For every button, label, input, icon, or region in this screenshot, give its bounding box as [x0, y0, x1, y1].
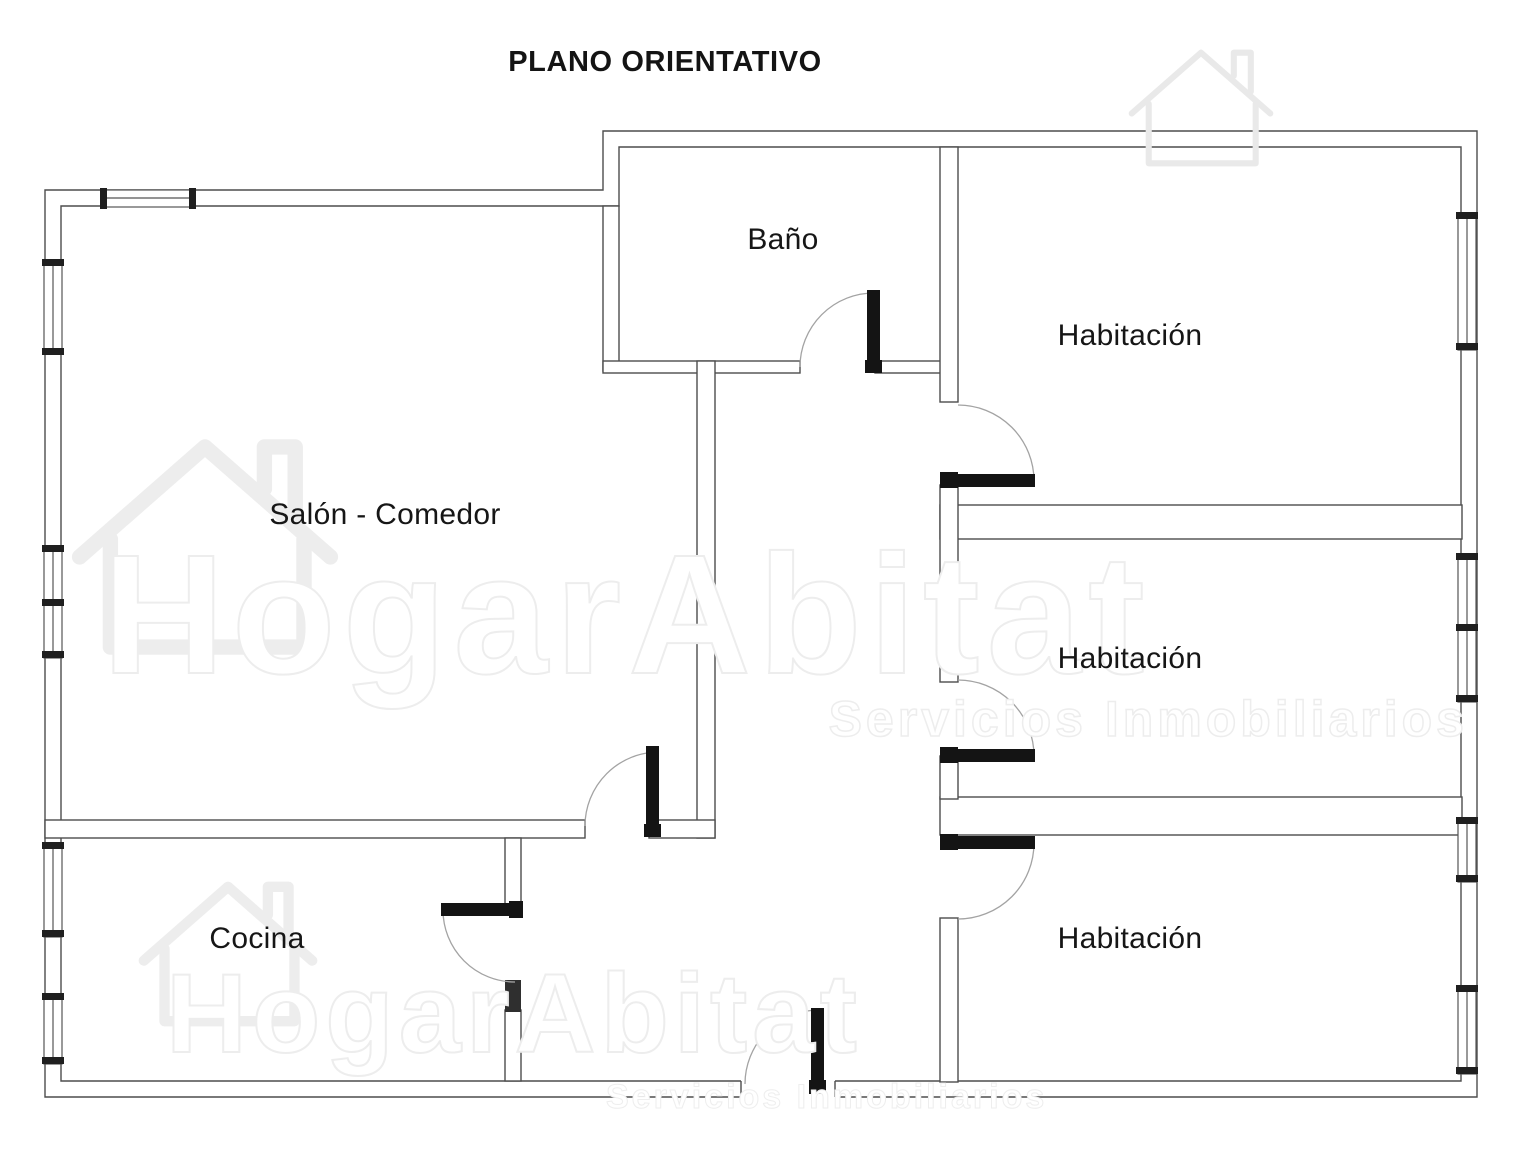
door-swing-arc: [442, 909, 516, 983]
door-leaf: [958, 749, 1035, 762]
door-leaf: [958, 836, 1035, 849]
door-hinge: [940, 472, 958, 488]
wall: [44, 130, 1478, 1098]
interior-walls: [44, 146, 1463, 1083]
wall: [44, 819, 586, 839]
house-chimney: [256, 439, 303, 525]
door-swing-arc: [957, 842, 1035, 920]
house-chimney: [262, 881, 294, 940]
door-hinge: [940, 834, 958, 850]
door-leaf: [811, 1008, 824, 1086]
wall-stub: [505, 980, 521, 1012]
window-symbol: [42, 259, 64, 355]
wall: [504, 837, 522, 911]
window-symbol: [42, 993, 64, 1065]
door-hinge: [940, 747, 958, 763]
house-watermark-icon-bottom: [138, 881, 318, 1027]
watermark-tagline-bottom: Servicios Inmobiliarios: [605, 1078, 1048, 1116]
watermark-brand-bottom: HogarAbitat: [165, 951, 862, 1076]
wall: [939, 917, 959, 1083]
door-hinge: [865, 360, 882, 373]
window-symbol: [1456, 553, 1478, 703]
door-leaves: [441, 290, 1035, 1094]
room-label-bedroom-top: Habitación: [1057, 319, 1203, 352]
door-leaf: [958, 474, 1035, 487]
door-leaf: [867, 290, 880, 369]
wall: [939, 504, 1463, 540]
house-body: [159, 943, 300, 1027]
house-chimney: [1230, 49, 1254, 95]
wall: [939, 146, 959, 403]
house-watermark-icon-top: [1128, 49, 1274, 167]
door-swing-arc: [957, 404, 1035, 482]
wall: [939, 796, 1463, 836]
house-body: [102, 531, 312, 655]
house-watermark-icon-main: [71, 439, 339, 655]
wall: [602, 205, 620, 372]
door-hinge: [809, 1080, 826, 1094]
room-label-bathroom: Baño: [747, 223, 819, 256]
window-symbol: [42, 842, 64, 938]
window-symbol: [100, 188, 196, 209]
door-swing-arc: [744, 1009, 820, 1085]
page-title: PLANO ORIENTATIVO: [508, 46, 822, 78]
room-label-bedroom-middle: Habitación: [1057, 642, 1203, 675]
room-label-living-dining: Salón - Comedor: [269, 498, 501, 531]
house-roof: [1128, 49, 1274, 117]
window-symbol: [42, 545, 64, 659]
room-label-kitchen: Cocina: [209, 922, 305, 955]
door-swing-arcs: [442, 292, 1035, 1085]
door-hinge: [644, 824, 661, 837]
door-swing-arc: [799, 292, 875, 368]
door-hinge: [509, 901, 523, 918]
entrance-jambs: [740, 1081, 836, 1097]
door-leaf: [441, 903, 519, 916]
watermark-brand: HogarAbitat: [101, 520, 1152, 710]
window-symbol: [1456, 985, 1478, 1075]
watermark-tagline: Servicios Inmobiliarios: [828, 691, 1468, 747]
room-label-bedroom-bottom: Habitación: [1057, 922, 1203, 955]
house-body: [1145, 100, 1259, 167]
window-symbol: [1456, 817, 1478, 883]
window-symbol: [1456, 212, 1478, 351]
door-swing-arc: [957, 679, 1035, 757]
wall: [874, 360, 943, 374]
windows: [42, 188, 1478, 1075]
door-swing-arc: [584, 751, 660, 827]
door-leaf: [646, 746, 659, 828]
